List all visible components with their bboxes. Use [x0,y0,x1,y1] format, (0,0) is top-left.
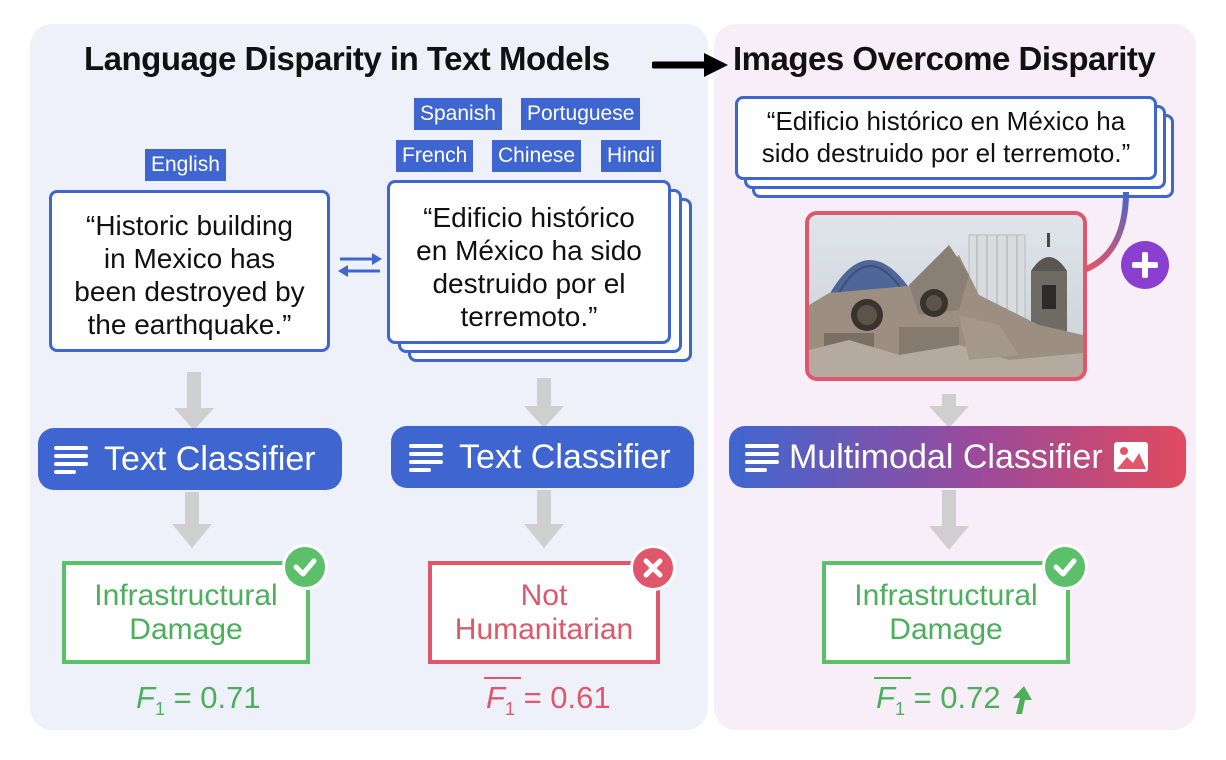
swap-arrows-icon [338,253,382,277]
score-value: = 0.61 [514,680,611,715]
score-symbol: F [486,680,505,715]
result-line: Humanitarian [454,612,634,646]
heading-arrow-icon [652,53,728,77]
down-arrow-icon [174,372,214,430]
score-symbol: F [876,680,895,715]
spanish-quote-line: destruido por el [432,268,626,299]
tag-hindi: Hindi [601,140,661,172]
classifier-label: Text Classifier [459,437,671,476]
english-quote-line: in Mexico has [103,243,276,274]
english-quote-line: “Historic building [86,210,293,241]
right-quote-box: “Edificio histórico en México ha sido de… [735,96,1157,180]
text-classifier-2: Text Classifier [391,426,694,488]
tag-spanish: Spanish [414,98,502,130]
result-line: Damage [129,612,243,646]
left-heading: Language Disparity in Text Models [84,40,610,77]
classifier-label: Multimodal Classifier [789,437,1103,476]
tag-french: French [396,140,474,172]
overline-mark [874,677,911,679]
overline-mark [484,677,521,679]
connector-curve [1082,191,1129,273]
english-quote-line: the earthquake.” [87,309,292,340]
score-symbol: F [136,680,155,715]
right-heading: Images Overcome Disparity [733,40,1156,77]
earthquake-photo [805,211,1087,381]
multimodal-classifier: Multimodal Classifier [729,426,1186,488]
tag-portuguese: Portuguese [521,98,641,130]
spanish-quote-box: “Edificio histórico en México ha sido de… [387,180,671,344]
spanish-quote-line: terremoto.” [460,301,598,332]
result-line: Infrastructural [854,578,1038,612]
result-infrastructural-damage-left: Infrastructural Damage [62,561,310,664]
down-arrow-icon [929,394,969,428]
check-icon [282,544,328,590]
text-classifier-1: Text Classifier [38,428,342,490]
check-icon [1042,544,1088,590]
result-line: Not [520,578,568,612]
score-subscript: 1 [504,699,515,720]
cross-icon [630,545,676,591]
spanish-quote-line: “Edificio histórico [423,202,635,233]
image-icon [1113,442,1148,472]
right-quote-line: sido destruido por el terremoto.” [761,138,1131,168]
damaged-building-image [809,215,1083,377]
english-quote-line: been destroyed by [74,276,305,307]
down-arrow-icon [929,490,969,550]
down-arrow-icon [172,492,212,548]
tag-chinese: Chinese [492,140,582,172]
text-lines-icon [745,442,779,472]
tag-english: English [145,149,226,181]
result-line: Infrastructural [94,578,278,612]
spanish-quote-line: en México ha sido [416,235,642,266]
result-line: Damage [889,612,1003,646]
score-subscript: 1 [894,699,905,720]
right-quote-line: “Edificio histórico en México ha [766,106,1126,136]
score-value: = 0.72 [904,680,1001,715]
up-arrow-icon [1013,686,1032,714]
text-lines-icon [409,442,443,472]
down-arrow-icon [524,378,564,428]
score-right: F1 = 0.72 [874,677,1001,720]
english-quote-box: “Historic building in Mexico has been de… [49,190,330,352]
score-value: = 0.71 [164,680,261,715]
result-infrastructural-damage-right: Infrastructural Damage [822,561,1070,664]
result-not-humanitarian: Not Humanitarian [428,561,660,664]
score-left: F1 = 0.71 [136,680,261,720]
text-lines-icon [54,444,88,474]
down-arrow-icon [524,490,564,548]
score-subscript: 1 [154,699,165,720]
score-middle: F1 = 0.61 [484,677,611,720]
plus-icon [1121,241,1169,289]
classifier-label: Text Classifier [104,439,316,478]
